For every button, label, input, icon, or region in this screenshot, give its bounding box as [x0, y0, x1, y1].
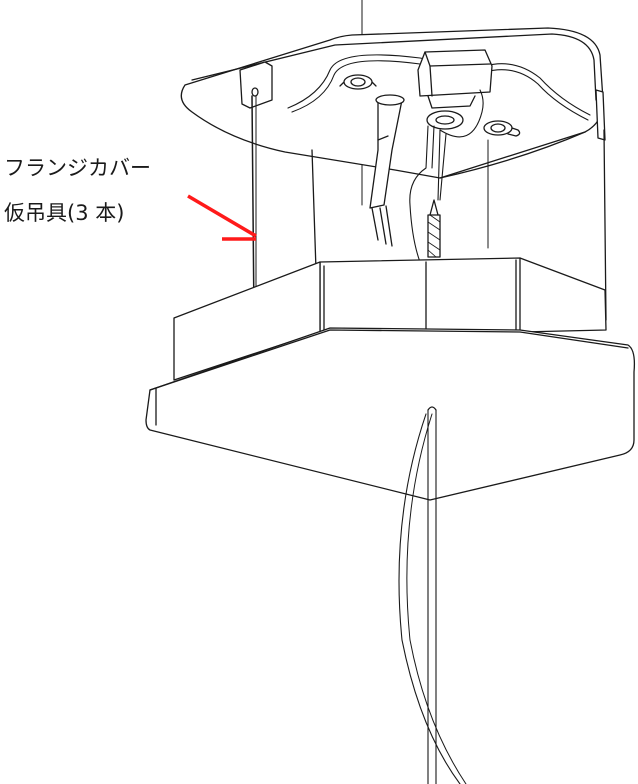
callout-label-flange-cover: フランジカバー: [4, 156, 151, 180]
lead-wires: [409, 89, 484, 263]
crimp-sleeve: [427, 199, 441, 258]
pull-cord: [398, 406, 467, 784]
canopy-top: [173, 257, 607, 381]
mounting-screw-left: [339, 74, 377, 90]
power-cable: [369, 94, 405, 247]
callout-arrow: [187, 194, 257, 241]
terminal-block: [417, 49, 493, 130]
callout-label-temporary-hanger: 仮吊具(3 本): [4, 201, 125, 225]
right-side-bracket: [595, 89, 606, 141]
temporary-hanger: [239, 61, 273, 331]
canopy-shade: [145, 327, 636, 501]
mounting-screw-right: [483, 120, 521, 137]
